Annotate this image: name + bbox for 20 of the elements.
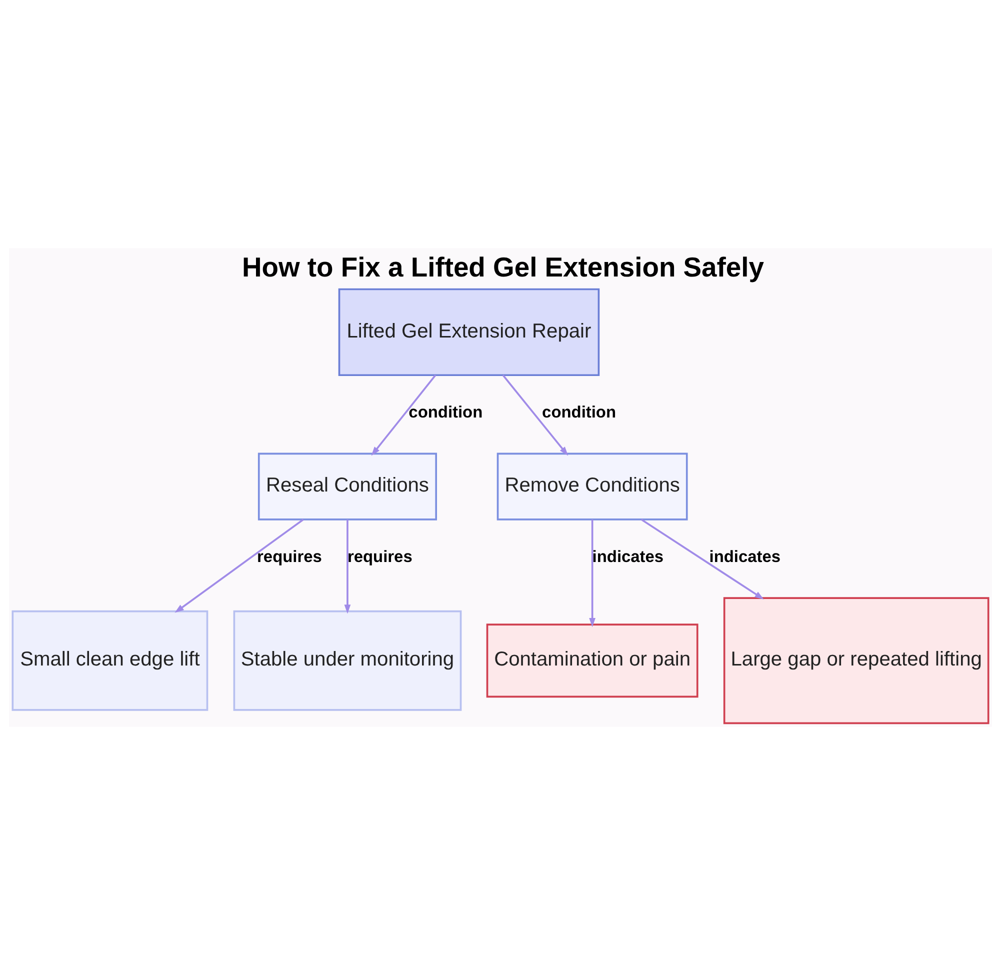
arrow (174, 518, 304, 613)
diagram-title: How to Fix a Lifted Gel Extension Safely (241, 251, 764, 282)
node-box: Remove Conditions (496, 452, 688, 520)
arrow (502, 374, 568, 456)
edge-label: condition (408, 404, 482, 422)
edge-label: requires (346, 548, 412, 566)
node-box: Contamination or pain (486, 624, 698, 698)
edge-label: indicates (592, 548, 664, 566)
node-box: Large gap or repeated lifting (722, 597, 989, 724)
edge-label: indicates (708, 548, 780, 566)
arrow (588, 519, 596, 628)
arrow (640, 518, 764, 600)
node-box: Small clean edge lift (11, 610, 208, 711)
arrow (370, 374, 436, 456)
edge-label: requires (256, 548, 322, 566)
node-box: Stable under monitoring (232, 610, 462, 711)
node-box: Reseal Conditions (257, 452, 436, 520)
edge-label: condition (542, 404, 616, 422)
arrow (344, 519, 350, 614)
node-box: Lifted Gel Extension Repair (338, 288, 600, 376)
